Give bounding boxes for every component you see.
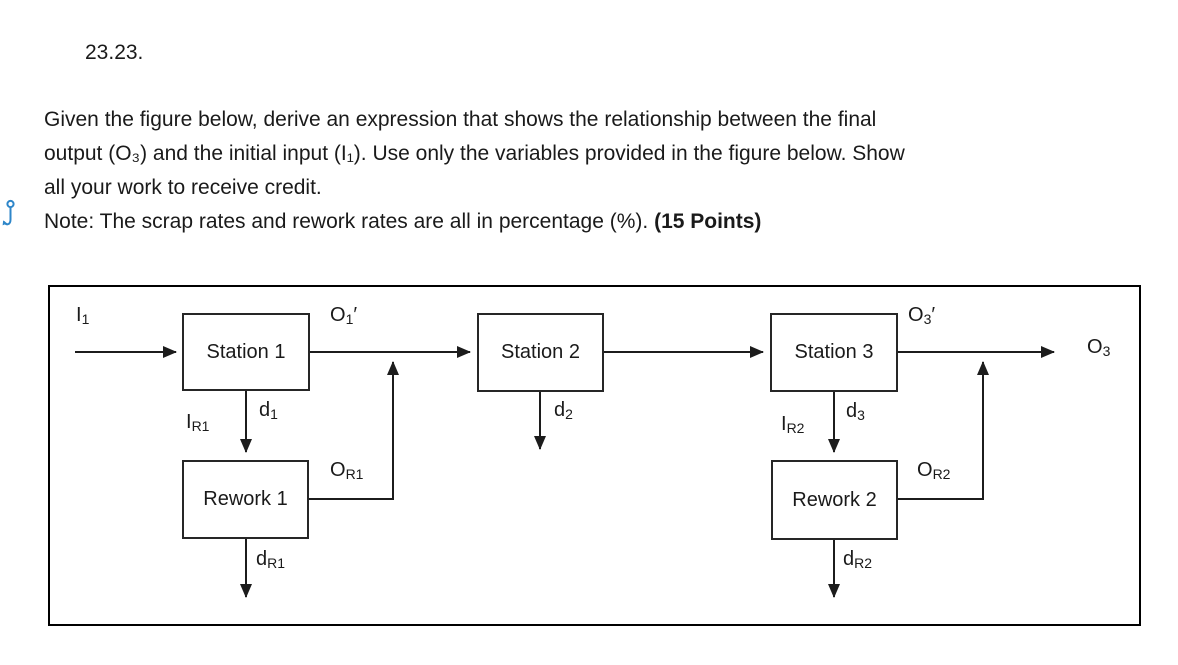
note-text: Note: The scrap rates and rework rates a… (44, 210, 655, 233)
label-dr1: dR1 (256, 548, 286, 571)
rework-2-label: Rework 2 (792, 488, 877, 511)
label-d2: d2 (554, 399, 573, 422)
label-dr2: dR2 (843, 548, 873, 571)
label-d3: d3 (846, 400, 865, 423)
label-o3-prime: O3′ (908, 304, 936, 327)
rework-2-box: Rework 2 (771, 460, 898, 540)
rework-1-box: Rework 1 (182, 460, 309, 539)
label-ir1: IR1 (186, 411, 210, 434)
station-1-box: Station 1 (182, 313, 310, 391)
label-ir2: IR2 (781, 413, 805, 436)
label-d1: d1 (259, 399, 278, 422)
label-or1: OR1 (330, 459, 364, 482)
label-or2: OR2 (917, 459, 951, 482)
points-label: (15 Points) (654, 210, 762, 233)
label-o3: O3 (1087, 336, 1111, 359)
station-1-label: Station 1 (206, 340, 286, 363)
label-o1-prime: O1′ (330, 304, 358, 327)
station-3-box: Station 3 (770, 313, 898, 392)
question-line-2: output (O₃) and the initial input (I₁). … (44, 142, 905, 165)
question-line-1: Given the figure below, derive an expres… (44, 108, 877, 131)
station-2-box: Station 2 (477, 313, 604, 392)
station-2-label: Station 2 (501, 341, 580, 363)
object-anchor-icon (2, 199, 24, 231)
question-note-line: Note: The scrap rates and rework rates a… (44, 210, 761, 234)
rework-1-label: Rework 1 (203, 488, 288, 510)
label-i1: I1 (76, 304, 90, 327)
problem-number: 23.23. (85, 41, 144, 64)
question-line-3: all your work to receive credit. (44, 176, 322, 199)
station-3-label: Station 3 (794, 341, 874, 363)
